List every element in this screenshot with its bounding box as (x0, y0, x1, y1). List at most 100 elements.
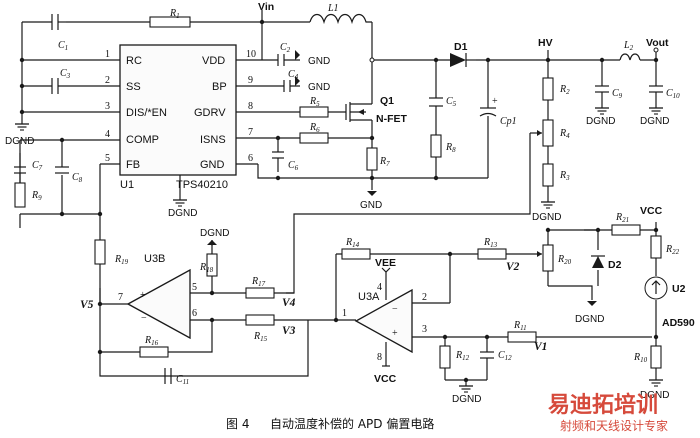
d2-label: D2 (608, 259, 622, 271)
gnd-label-c4: GND (308, 82, 330, 93)
dgnd-label-c9: DGND (586, 116, 615, 127)
dgnd-label-u3a: DGND (452, 394, 481, 405)
label-r22: R22 (665, 244, 680, 256)
net-vee-label: VEE (375, 257, 396, 269)
label-c1: C1 (58, 40, 68, 52)
resistor-r10 (650, 345, 662, 369)
label-c6: C6 (288, 160, 299, 172)
u1-pin-2: 2 (105, 75, 110, 86)
left-dgnd-bus (14, 22, 100, 131)
inductor-l1 (309, 13, 372, 25)
resistor-r4 (542, 119, 554, 147)
u3a-pin-8: 8 (377, 352, 382, 363)
net-v4-label: V4 (282, 297, 296, 309)
label-r21: R21 (615, 212, 629, 224)
label-r12: R12 (455, 350, 470, 362)
resistor-r7 (366, 147, 378, 171)
u3a-minus: − (392, 304, 398, 315)
dgnd-label-d2: DGND (575, 314, 604, 325)
u1-pin-9: 9 (248, 75, 253, 86)
u1-pin-ss: SS (126, 81, 141, 93)
label-r15: R15 (253, 331, 268, 343)
label-r18: R18 (199, 262, 214, 274)
label-c11: C11 (176, 374, 189, 386)
label-c12: C12 (498, 350, 512, 362)
dgnd-label-r18: DGND (200, 228, 229, 239)
u1-pin-gnd: GND (200, 159, 225, 171)
resistor-r20 (542, 244, 554, 272)
label-r1: R1 (169, 8, 180, 20)
q1-type: N-FET (376, 113, 407, 125)
u1-part: TPS40210 (176, 179, 228, 191)
u3b-minus: − (141, 313, 147, 324)
label-c10: C10 (666, 88, 680, 100)
resistor-r15 (245, 314, 275, 326)
u1-pin-comp: COMP (126, 134, 159, 146)
u3a-pin-4: 4 (377, 282, 382, 293)
current-source-u2 (644, 276, 668, 300)
label-r14: R14 (345, 237, 360, 249)
u2-name: U2 (672, 283, 686, 295)
label-cp1: Cp1 (500, 116, 517, 127)
resistor-r9 (14, 182, 26, 208)
u3a-pin-1: 1 (342, 308, 347, 319)
label-r5: R5 (309, 96, 320, 108)
u1-pin-6: 6 (248, 153, 253, 164)
label-c3: C3 (60, 68, 71, 80)
label-r9: R9 (31, 190, 42, 202)
ic-u1 (99, 44, 300, 214)
d1-label: D1 (454, 41, 468, 53)
u1-pin-4: 4 (105, 129, 110, 140)
resistor-r21 (611, 224, 641, 236)
u3a-plus: + (392, 328, 398, 339)
u1-pin-3: 3 (105, 101, 110, 112)
resistor-r14 (341, 248, 371, 260)
gnd-label-c2: GND (308, 56, 330, 67)
resistor-r6 (299, 132, 329, 144)
net-vin-label: Vin (258, 1, 274, 13)
diode-d2 (592, 256, 604, 268)
c2-c4-decoupling (262, 50, 300, 92)
diode-d1 (450, 53, 466, 67)
net-vcc-u3a-label: VCC (374, 373, 397, 385)
resistor-r12 (439, 345, 451, 369)
u1-pin-dis-en: DIS/*EN (126, 107, 167, 119)
dgnd-label-r10: DGND (640, 390, 669, 401)
dgnd-label-c10: DGND (640, 116, 669, 127)
resistor-r19 (94, 239, 106, 265)
resistor-r11 (507, 331, 537, 343)
label-c2: C2 (280, 42, 291, 54)
u1-name: U1 (120, 179, 134, 191)
temperature-sense (537, 222, 668, 387)
label-c8: C8 (72, 172, 83, 184)
resistor-r16 (139, 346, 169, 358)
dgnd-label-r3: DGND (532, 212, 561, 223)
u1-pin-1: 1 (105, 49, 110, 60)
figure-caption-text: 自动温度补偿的 APD 偏置电路 (270, 416, 434, 431)
hv-output-section (369, 53, 548, 181)
net-vcc-label: VCC (640, 205, 663, 217)
resistor-r1 (149, 16, 191, 28)
dgnd-label-u1: DGND (168, 208, 197, 219)
watermark-subtitle: 射频和天线设计专家 (560, 418, 668, 433)
label-l1: L1 (327, 3, 339, 14)
label-r20: R20 (557, 254, 572, 266)
label-c9: C9 (612, 88, 623, 100)
label-r11: R11 (513, 320, 527, 332)
label-r3: R3 (559, 170, 570, 182)
u3b-name: U3B (144, 253, 165, 265)
label-r2: R2 (559, 84, 570, 96)
u3b-plus: + (140, 290, 146, 301)
net-v5-label: V5 (80, 299, 94, 311)
u1-pin-8: 8 (248, 101, 253, 112)
resistor-r18 (206, 253, 218, 277)
label-c5: C5 (446, 96, 457, 108)
label-r6: R6 (309, 122, 320, 134)
net-vout-label: Vout (646, 37, 669, 49)
u3a-name: U3A (358, 291, 380, 303)
label-l2: L2 (623, 40, 634, 52)
resistor-r8 (430, 134, 442, 158)
label-r19: R19 (114, 254, 129, 266)
top-rail (22, 10, 373, 60)
resistor-r5 (299, 106, 329, 118)
